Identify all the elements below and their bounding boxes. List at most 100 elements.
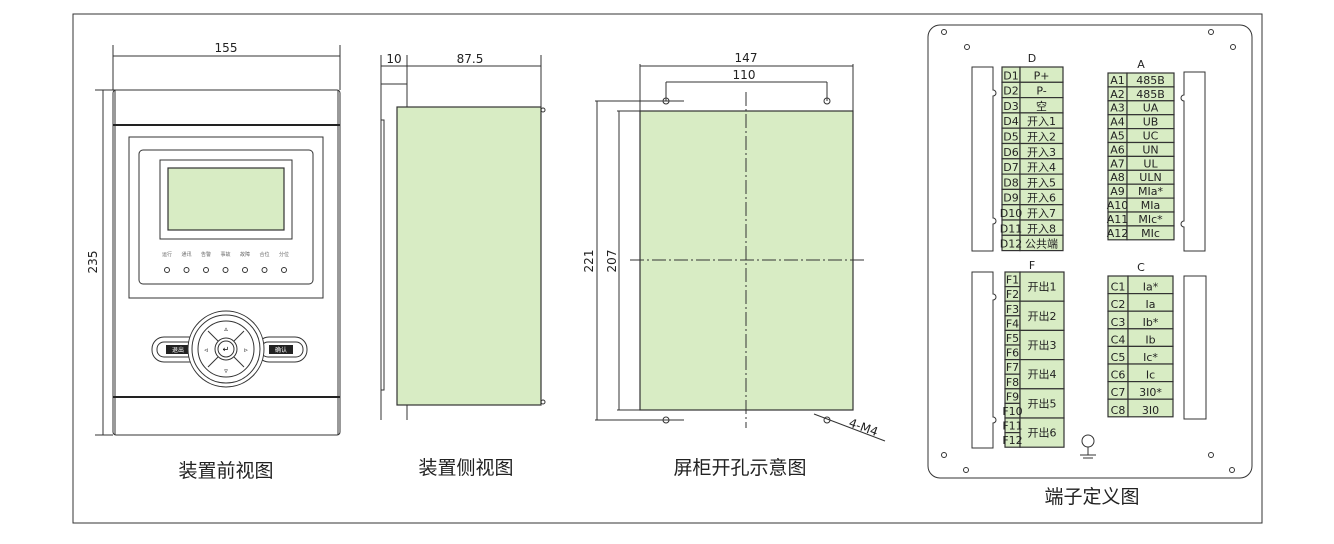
left-arrow-icon[interactable]: ◃	[204, 346, 208, 354]
terminal-function: Ic*	[1143, 351, 1158, 364]
cutout-caption: 屏柜开孔示意图	[673, 457, 806, 479]
terminal-id: A6	[1110, 143, 1125, 156]
terminal-id: A7	[1110, 157, 1125, 170]
led-indicator: 事故	[220, 251, 231, 273]
up-arrow-icon[interactable]: ▵	[224, 325, 228, 333]
led-indicator: 运行	[162, 251, 172, 273]
terminal-block-title: F	[1029, 259, 1035, 272]
terminal-function: MIc*	[1138, 213, 1163, 226]
terminal-function: 开出6	[1028, 426, 1057, 440]
hole-spacing-dim: 110	[733, 68, 756, 82]
confirm-button[interactable]	[269, 345, 293, 354]
terminal-id: C8	[1111, 404, 1126, 417]
terminal-id: F11	[1002, 420, 1022, 433]
terminal-function: 开入7	[1027, 207, 1056, 220]
terminal-function: UB	[1143, 116, 1159, 129]
terminal-id: A4	[1110, 116, 1125, 129]
terminal-function: 开入4	[1027, 161, 1056, 174]
panel-cutout: 147 110 221 207 4-M4 屏柜开孔示意图	[582, 51, 886, 479]
confirm-button-label: 确认	[275, 346, 287, 354]
enter-icon: ↵	[223, 345, 230, 354]
terminal-function: 485B	[1136, 74, 1165, 87]
led-label-top: 分位	[279, 251, 289, 258]
terminal-id: F1	[1006, 274, 1019, 287]
terminal-block-title: C	[1137, 261, 1145, 274]
terminal-id: D3	[1003, 100, 1018, 113]
led-label-top: 故障	[240, 251, 250, 258]
side-view: 10 87.5 装置侧视图	[380, 52, 546, 479]
terminal-id: F4	[1006, 317, 1019, 330]
terminal-id: D9	[1003, 192, 1018, 205]
terminal-id: D6	[1003, 146, 1018, 159]
terminal-id: F10	[1002, 405, 1022, 418]
terminal-function: 开出2	[1028, 309, 1057, 323]
led-indicator: 通讯	[181, 251, 192, 273]
terminal-function: Ib*	[1143, 316, 1159, 329]
terminal-function: 开入6	[1027, 192, 1056, 205]
terminal-id: D1	[1003, 69, 1018, 82]
terminal-function: UN	[1142, 143, 1158, 156]
terminal-id: F6	[1006, 347, 1019, 360]
terminal-function: 开入8	[1027, 222, 1056, 235]
terminal-id: C5	[1111, 351, 1126, 364]
terminal-id: C3	[1111, 316, 1126, 329]
terminal-function: P-	[1036, 85, 1046, 98]
down-arrow-icon[interactable]: ▿	[224, 367, 228, 375]
terminal-function: 公共端	[1025, 238, 1058, 251]
terminal-row: C3 Ib*	[1107, 310, 1174, 330]
led-label-top: 运行	[162, 251, 172, 258]
terminal-id: A2	[1110, 88, 1125, 101]
terminal-function: Ic	[1146, 369, 1155, 382]
led-icon	[281, 267, 287, 273]
terminal-id: A12	[1107, 227, 1129, 240]
terminal-caption: 端子定义图	[1044, 486, 1139, 508]
terminal-block-title: D	[1028, 52, 1036, 65]
terminal-id: C1	[1111, 281, 1126, 294]
terminal-id: D7	[1003, 161, 1018, 174]
right-arrow-icon[interactable]: ▹	[244, 346, 248, 354]
led-indicator: 故障	[240, 251, 250, 273]
led-label-top: 通讯	[181, 251, 191, 258]
terminal-row: D9 开入6	[1001, 188, 1064, 206]
terminal-function: 开入1	[1027, 115, 1056, 128]
terminal-id: D12	[1000, 238, 1022, 251]
terminal-function: Ib	[1145, 333, 1155, 346]
side-body	[396, 106, 542, 406]
terminal-id: C2	[1111, 298, 1126, 311]
enter-button[interactable]	[217, 340, 235, 358]
rear-panel	[927, 24, 1253, 479]
terminal-block-title: A	[1137, 58, 1145, 71]
cut-height-dim: 207	[605, 250, 619, 273]
exit-button[interactable]	[166, 345, 190, 354]
led-label-top: 告警	[201, 251, 211, 258]
direction-pad[interactable]	[197, 320, 255, 378]
terminal-id: A9	[1110, 185, 1125, 198]
terminal-id: F3	[1006, 303, 1019, 316]
terminal-id: F7	[1006, 361, 1019, 374]
led-indicator: 分位	[279, 251, 289, 273]
terminal-id: D8	[1003, 176, 1018, 189]
terminal-function: 开出5	[1028, 396, 1057, 410]
terminal-function: UA	[1143, 102, 1159, 115]
terminal-id: A8	[1110, 171, 1125, 184]
